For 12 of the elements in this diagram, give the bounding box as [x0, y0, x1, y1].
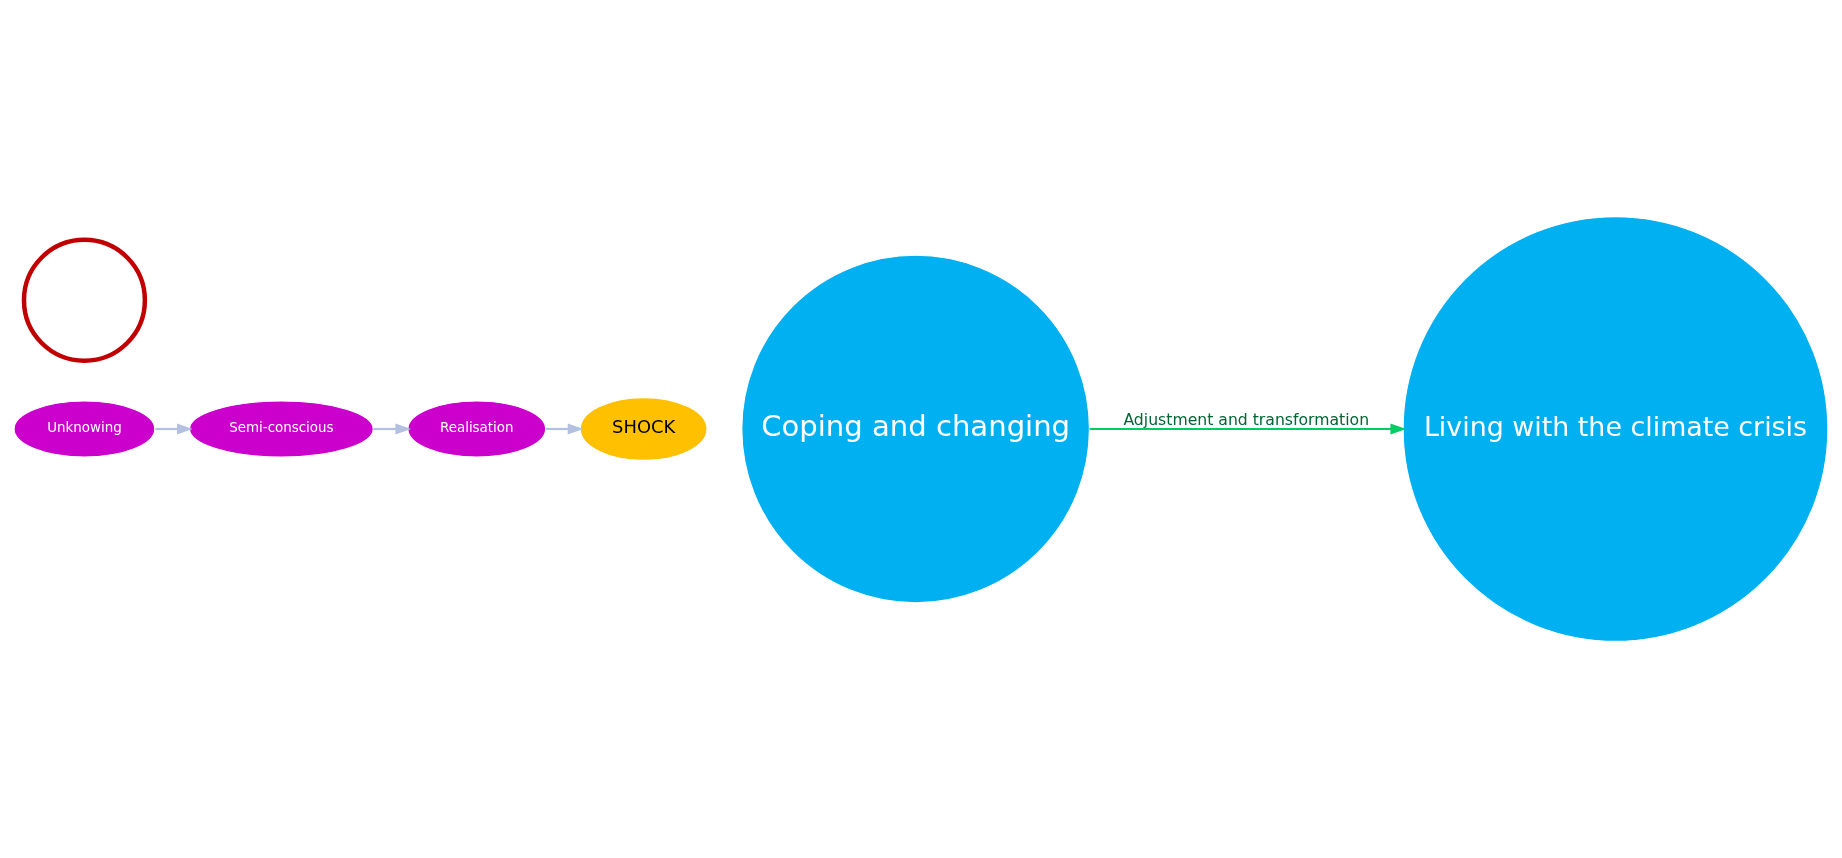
node-circle	[21, 237, 148, 363]
arrow	[373, 423, 412, 435]
arrow	[1089, 423, 1407, 435]
node-ellipse: SHOCK	[579, 397, 708, 461]
node-ellipse: Unknowing	[13, 400, 156, 458]
arrow	[155, 423, 193, 435]
node-circle: Coping and changing	[741, 254, 1090, 604]
arrow	[545, 423, 584, 435]
edge-label: Adjustment and transformation	[1123, 409, 1370, 429]
node-ellipse: Semi-conscious	[189, 400, 374, 458]
node-circle: Living with the climate crisis	[1402, 216, 1829, 642]
node-ellipse: Realisation	[407, 400, 547, 458]
